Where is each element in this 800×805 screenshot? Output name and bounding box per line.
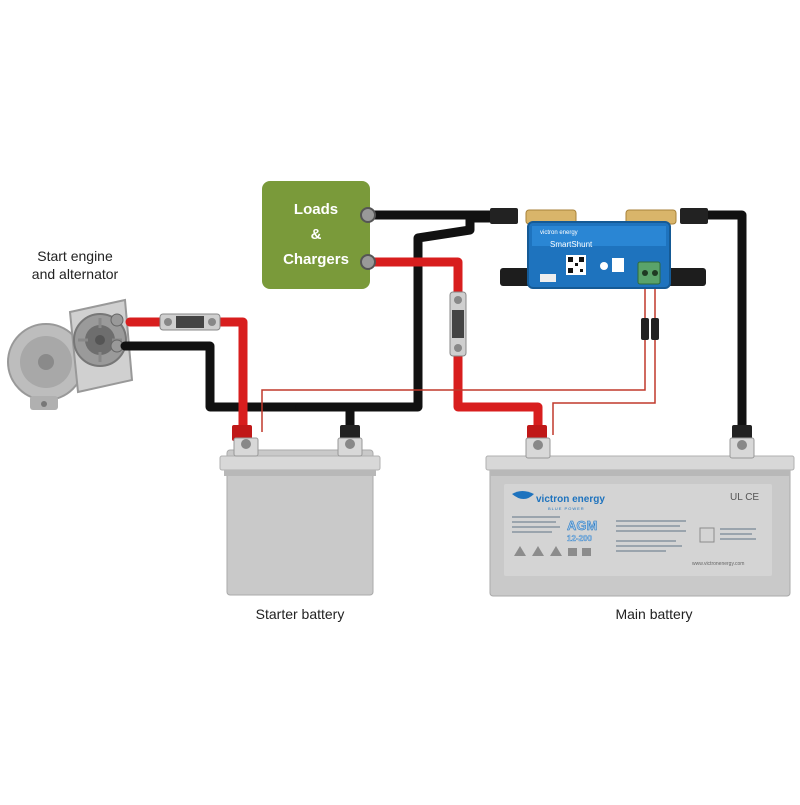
alternator-label-line2: and alternator bbox=[31, 266, 119, 282]
fuse-alternator bbox=[159, 313, 221, 331]
battery-tagline: BLUE POWER bbox=[548, 506, 585, 511]
positive-cables bbox=[125, 257, 543, 443]
battery-model-number: 12-200 bbox=[567, 534, 592, 543]
sense-wires bbox=[261, 340, 656, 435]
battery-brand: victron energy bbox=[536, 494, 605, 505]
main-battery-label: Main battery bbox=[615, 606, 693, 622]
starter-battery bbox=[219, 437, 381, 596]
loads-label-line1: Loads bbox=[293, 201, 339, 218]
alternator-label: Start engine and alternator bbox=[0, 247, 150, 283]
negative-cables bbox=[120, 210, 747, 445]
battery-model-type: AGM bbox=[567, 518, 597, 533]
alternator-label-line1: Start engine bbox=[37, 248, 113, 264]
sense-wire-fuses bbox=[641, 287, 659, 340]
battery-website: www.victronenergy.com bbox=[692, 561, 744, 567]
alternator bbox=[7, 298, 134, 410]
loads-label: Loads & Chargers bbox=[262, 197, 370, 272]
starter-battery-label: Starter battery bbox=[255, 606, 345, 622]
battery-cert: UL CE bbox=[730, 492, 759, 503]
cable-lugs bbox=[232, 208, 752, 441]
main-battery bbox=[485, 437, 795, 597]
fuse-main bbox=[449, 291, 467, 357]
shunt-brand: victron energy bbox=[540, 230, 578, 236]
loads-label-line2: & bbox=[310, 226, 322, 243]
shunt-name: SmartShunt bbox=[550, 240, 593, 249]
loads-label-line3: Chargers bbox=[283, 251, 349, 268]
loads-chargers-box bbox=[262, 181, 376, 289]
smartshunt bbox=[500, 209, 706, 289]
